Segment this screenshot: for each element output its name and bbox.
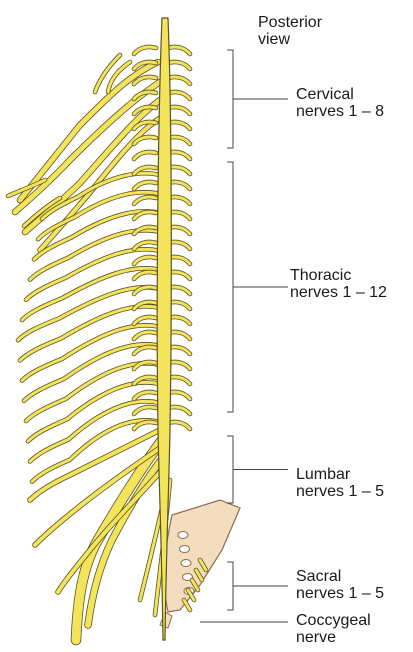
thoracic-bracket — [227, 162, 288, 412]
nerve-root-stub-left — [134, 422, 156, 429]
sacral-bracket — [227, 562, 288, 610]
sacral-nerve-stub — [184, 600, 190, 610]
sacrum-bone — [160, 500, 240, 628]
posterior-view-line2: view — [258, 31, 322, 48]
lumbar-nerves-label: Lumbar nerves 1 – 5 — [296, 466, 384, 500]
nerve-root-stub-left — [134, 332, 156, 339]
nerve-root-stub-left — [134, 47, 156, 54]
nerve-root-stub-right — [168, 422, 190, 429]
nerve-root-stub-right — [168, 407, 190, 414]
thoracic-intercostal-nerve — [28, 382, 160, 441]
nerve-root-stub-left — [134, 137, 156, 144]
lumbar-bracket — [227, 436, 288, 503]
nerve-root-stub-left — [134, 212, 156, 219]
nerve-root-stub-left — [134, 272, 156, 279]
thoracic-label-line2: nerves 1 – 12 — [290, 284, 387, 301]
cervical-bracket — [227, 50, 288, 148]
nerve-root-stub-right — [168, 377, 190, 384]
nerve-root-stub-left — [134, 347, 156, 354]
posterior-view-line1: Posterior — [258, 14, 322, 31]
coccygeal-label-line1: Coccygeal — [296, 612, 371, 629]
nerve-root-stub-left — [134, 152, 156, 159]
sacral-label-line2: nerves 1 – 5 — [296, 585, 384, 602]
nerve-root-stub-right — [168, 122, 190, 129]
nerve-root-stub-left — [134, 182, 156, 189]
nerve-root-stub-left — [134, 392, 156, 399]
nerve-root-stub-right — [168, 77, 190, 84]
cervical-label-line2: nerves 1 – 8 — [296, 103, 384, 120]
coccygeal-nerve-label: Coccygeal nerve — [296, 612, 371, 646]
sacral-foramen — [178, 532, 188, 539]
cervical-label-line1: Cervical — [296, 86, 384, 103]
coccyx — [160, 612, 172, 628]
lumbar-label-line1: Lumbar — [296, 466, 384, 483]
nerve-root-stub-left — [134, 287, 156, 294]
sacral-label-line1: Sacral — [296, 568, 384, 585]
lumbar-label-line2: nerves 1 – 5 — [296, 483, 384, 500]
nerve-root-stub-right — [168, 392, 190, 399]
sacral-foramen — [180, 546, 190, 553]
thoracic-nerves-label: Thoracic nerves 1 – 12 — [290, 267, 387, 301]
cervical-nerves-label: Cervical nerves 1 – 8 — [296, 86, 384, 120]
nerve-root-stub-right — [168, 47, 190, 54]
nerve-root-stub-right — [168, 92, 190, 99]
sacrum-outline — [165, 500, 240, 612]
nerve-root-stub-right — [168, 62, 190, 69]
coccygeal-label-line2: nerve — [296, 629, 371, 646]
sacral-foramen — [181, 560, 191, 567]
thoracic-label-line1: Thoracic — [290, 267, 387, 284]
nerve-root-stub-left — [134, 407, 156, 414]
nerve-root-stub-right — [168, 107, 190, 114]
nerve-root-stub-left — [134, 197, 156, 204]
nerve-root-stub-left — [134, 257, 156, 264]
sacral-nerves-label: Sacral nerves 1 – 5 — [296, 568, 384, 602]
posterior-view-label: Posterior view — [258, 14, 322, 48]
nerve-root-stub-left — [134, 317, 156, 324]
